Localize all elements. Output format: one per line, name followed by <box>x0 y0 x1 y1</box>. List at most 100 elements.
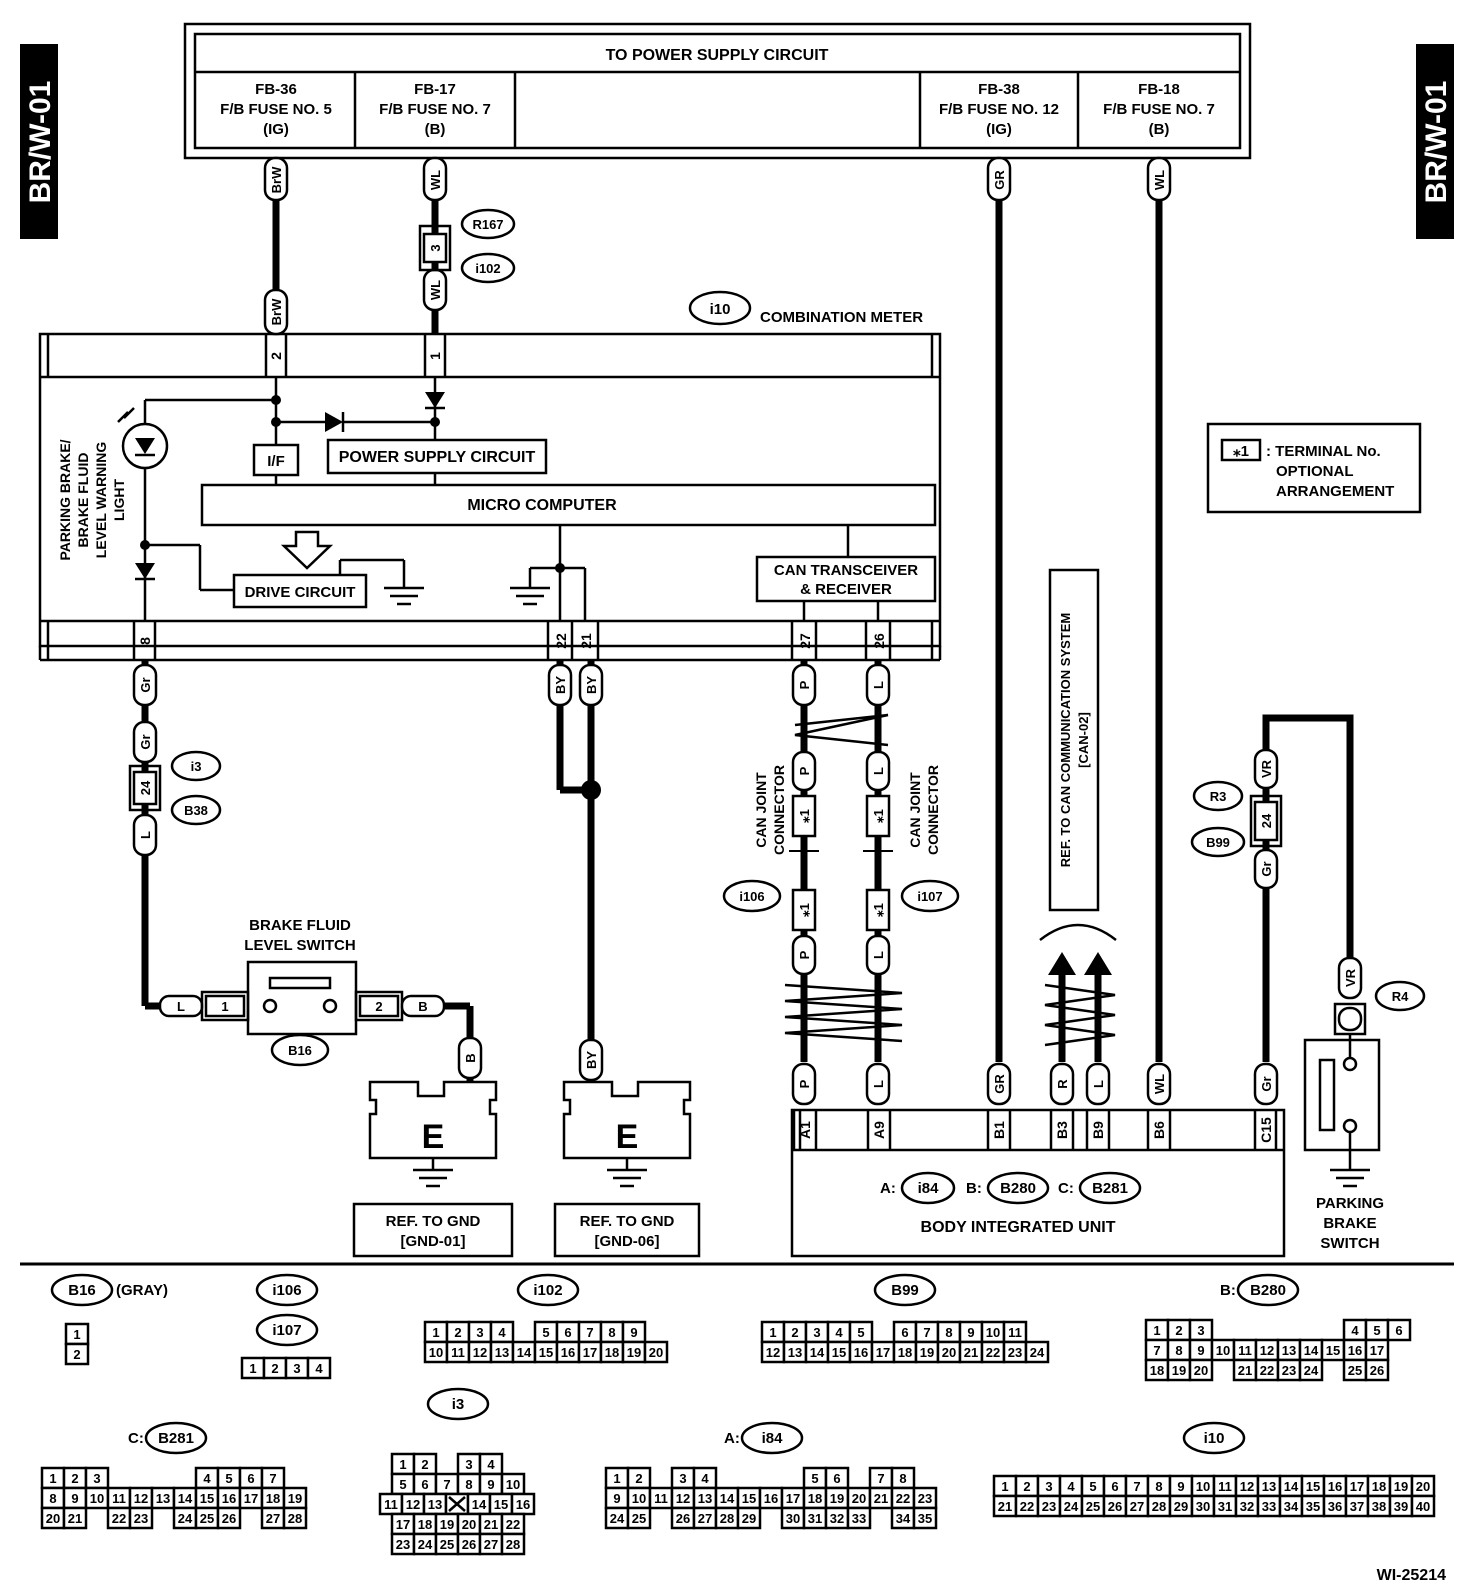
svg-text:ARRANGEMENT: ARRANGEMENT <box>1276 483 1394 500</box>
b281-pinout-tag: C:B281 <box>128 1421 208 1455</box>
i10-pin: 1 <box>992 1474 1018 1498</box>
i102-pin: 3 <box>467 1320 493 1344</box>
b280-pin: 11 <box>1232 1338 1258 1362</box>
svg-text:5: 5 <box>1373 1323 1380 1338</box>
svg-text:9: 9 <box>967 1325 974 1340</box>
svg-text:20: 20 <box>462 1517 476 1532</box>
svg-text:39: 39 <box>1394 1499 1408 1514</box>
svg-text:10: 10 <box>632 1491 646 1506</box>
svg-text:1: 1 <box>432 1325 439 1340</box>
svg-text:i3: i3 <box>452 1396 465 1413</box>
svg-text:3: 3 <box>93 1471 100 1486</box>
svg-text:28: 28 <box>1152 1499 1166 1514</box>
svg-text:9: 9 <box>487 1477 494 1492</box>
i10-pin: 21 <box>992 1494 1018 1518</box>
svg-text:SWITCH: SWITCH <box>1320 1235 1379 1252</box>
b99-pin: 17 <box>870 1340 896 1364</box>
svg-text:2: 2 <box>635 1471 642 1486</box>
b16-color-note: (GRAY) <box>116 1282 168 1299</box>
i10-pin: 24 <box>1058 1494 1084 1518</box>
svg-text:28: 28 <box>506 1537 520 1552</box>
svg-text:5: 5 <box>225 1471 232 1486</box>
svg-text:23: 23 <box>918 1491 932 1506</box>
i10-pin: 23 <box>1036 1494 1062 1518</box>
meter-pin-8: 8 <box>137 637 153 645</box>
i102-pin: 20 <box>643 1340 669 1364</box>
svg-text:6: 6 <box>564 1325 571 1340</box>
svg-text:22: 22 <box>506 1517 520 1532</box>
svg-text:12: 12 <box>1240 1479 1254 1494</box>
i10-pin: 15 <box>1300 1474 1326 1498</box>
micro-computer-block <box>200 483 937 527</box>
i3-pin: 26 <box>456 1532 482 1556</box>
svg-text:3: 3 <box>679 1471 686 1486</box>
svg-text:8: 8 <box>465 1477 472 1492</box>
svg-text:15: 15 <box>200 1491 214 1506</box>
i3-pin: 19 <box>434 1512 460 1536</box>
i3-pin: 17 <box>390 1512 416 1536</box>
i3-pin: 14 <box>466 1492 492 1516</box>
svg-text:24: 24 <box>178 1511 193 1526</box>
svg-text:4: 4 <box>1067 1479 1075 1494</box>
svg-text:11: 11 <box>451 1345 465 1360</box>
b281-pin: 28 <box>282 1506 308 1530</box>
svg-text:14: 14 <box>1304 1343 1319 1358</box>
svg-text:15: 15 <box>494 1497 508 1512</box>
svg-text:19: 19 <box>830 1491 844 1506</box>
svg-text:12: 12 <box>406 1497 420 1512</box>
b281-pin: 8 <box>40 1486 66 1510</box>
svg-text:24: 24 <box>1064 1499 1079 1514</box>
i3-pin: 3 <box>456 1452 482 1476</box>
b280-pinout-tag: B:B280 <box>1220 1273 1300 1307</box>
svg-text:B: B <box>418 999 427 1014</box>
svg-text:CAN TRANSCEIVER: CAN TRANSCEIVER <box>774 562 918 579</box>
ground-terminal-2 <box>562 1080 692 1160</box>
i10-pin: 16 <box>1322 1474 1348 1498</box>
svg-text:13: 13 <box>156 1491 170 1506</box>
svg-text:20: 20 <box>46 1511 60 1526</box>
b281-pin: 4 <box>194 1466 220 1490</box>
svg-text:2: 2 <box>421 1457 428 1472</box>
r4-tag: R4 <box>1392 989 1409 1004</box>
b280-pin: 9 <box>1188 1338 1214 1362</box>
svg-text:25: 25 <box>632 1511 646 1526</box>
i3-tag: i3 <box>191 759 202 774</box>
i10-pin: 36 <box>1322 1494 1348 1518</box>
svg-text:14: 14 <box>517 1345 532 1360</box>
svg-text:9: 9 <box>630 1325 637 1340</box>
svg-text:12: 12 <box>676 1491 690 1506</box>
svg-text:E: E <box>616 1118 639 1156</box>
b99-pin: 3 <box>804 1320 830 1344</box>
b280-pin: 22 <box>1254 1358 1280 1382</box>
i106-pinout-tag: i106 <box>255 1273 319 1307</box>
i84-pin: 5 <box>802 1466 828 1490</box>
i10-pin: 14 <box>1278 1474 1304 1498</box>
svg-text:7: 7 <box>1133 1479 1140 1494</box>
svg-text:16: 16 <box>1348 1343 1362 1358</box>
i10-pin: 25 <box>1080 1494 1106 1518</box>
i3-pin: 1 <box>390 1452 416 1476</box>
svg-text:10: 10 <box>1196 1479 1210 1494</box>
i84-pin: 31 <box>802 1506 828 1530</box>
svg-text:16: 16 <box>222 1491 236 1506</box>
svg-text:22: 22 <box>1020 1499 1034 1514</box>
svg-text:8: 8 <box>1155 1479 1162 1494</box>
i10-pin: 38 <box>1366 1494 1392 1518</box>
svg-text:17: 17 <box>1350 1479 1364 1494</box>
svg-text:3: 3 <box>428 244 443 251</box>
b281-pin: 23 <box>128 1506 154 1530</box>
svg-text:17: 17 <box>244 1491 258 1506</box>
svg-text:24: 24 <box>418 1537 433 1552</box>
svg-text:1: 1 <box>1001 1479 1008 1494</box>
b280-tag: B280 <box>1000 1180 1036 1197</box>
b99-pin: 1 <box>760 1320 786 1344</box>
b280-pin: 23 <box>1276 1358 1302 1382</box>
i3-pin: 9 <box>478 1472 504 1496</box>
svg-text:23: 23 <box>396 1537 410 1552</box>
svg-text:1: 1 <box>1153 1323 1160 1338</box>
i10-pin: 39 <box>1388 1494 1414 1518</box>
power-supply-circuit-block <box>326 438 548 475</box>
svg-text:5: 5 <box>399 1477 406 1492</box>
b16-pinout-tag: B16 <box>50 1273 114 1307</box>
i3-pin: 5 <box>390 1472 416 1496</box>
